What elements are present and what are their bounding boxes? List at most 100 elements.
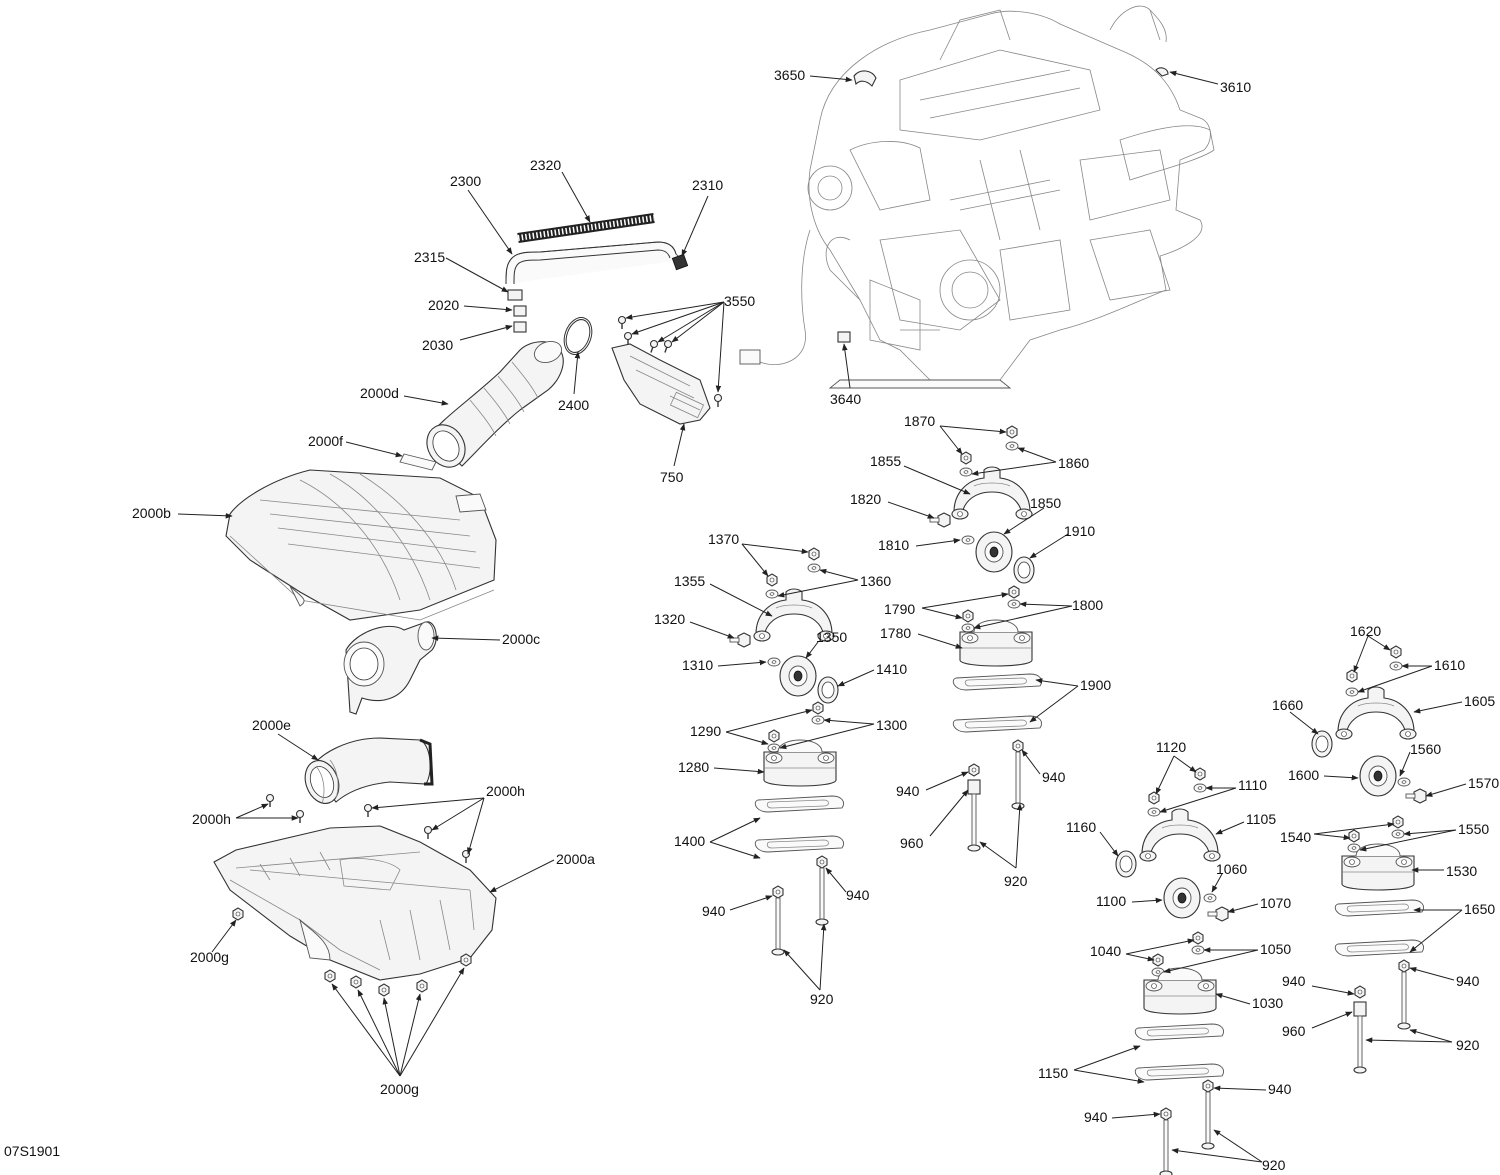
breather-hose-2300 (505, 241, 683, 285)
callout-2000g-left: 2000g (190, 949, 229, 965)
callout-960-right: 960 (1282, 1023, 1306, 1039)
callout-1310: 1310 (682, 657, 713, 673)
callout-1605: 1605 (1464, 693, 1495, 709)
callout-1810: 1810 (878, 537, 909, 553)
callout-2000e: 2000e (252, 717, 291, 733)
callout-1910: 1910 (1064, 523, 1095, 539)
callout-1070: 1070 (1260, 895, 1291, 911)
callout-1030: 1030 (1252, 995, 1283, 1011)
callout-2320: 2320 (530, 157, 561, 173)
sleeve-2320 (517, 213, 655, 243)
duct-2000e (304, 737, 434, 805)
label-2000f (399, 453, 437, 471)
callout-1540: 1540 (1280, 829, 1311, 845)
callout-2315: 2315 (414, 249, 445, 265)
intake-duct-2000d (426, 341, 564, 468)
callout-1560: 1560 (1410, 741, 1441, 757)
callout-1150: 1150 (1038, 1065, 1068, 1081)
airbox-base-2000a (213, 825, 497, 981)
callout-1355: 1355 (674, 573, 705, 589)
callout-2310: 2310 (692, 177, 723, 193)
fitting-2030 (513, 321, 527, 333)
mount-group-right (1311, 645, 1427, 1074)
callout-920-left: 920 (810, 991, 834, 1007)
callout-940-center-left: 940 (896, 783, 920, 799)
callout-1060: 1060 (1216, 861, 1247, 877)
callout-750: 750 (660, 469, 684, 485)
callout-3610: 3610 (1220, 79, 1251, 95)
mount-group-bottom (1115, 767, 1229, 1175)
callout-1650: 1650 (1464, 901, 1495, 917)
callout-1120: 1120 (1156, 739, 1186, 755)
callout-1160: 1160 (1066, 819, 1096, 835)
clip-3610 (1155, 67, 1169, 77)
callout-1400: 1400 (674, 833, 705, 849)
callout-1550: 1550 (1458, 821, 1489, 837)
callout-1850: 1850 (1030, 495, 1061, 511)
callout-1600: 1600 (1288, 767, 1319, 783)
callout-2000g-bottom: 2000g (380, 1081, 419, 1097)
callout-2030: 2030 (422, 337, 453, 353)
callout-1800: 1800 (1072, 597, 1103, 613)
callout-1290: 1290 (690, 723, 721, 739)
callout-2000h-left: 2000h (192, 811, 231, 827)
callout-2000f: 2000f (308, 433, 343, 449)
callout-960-center: 960 (900, 835, 924, 851)
callout-1610: 1610 (1434, 657, 1465, 673)
intake-elbow-2000c (343, 621, 437, 715)
callout-2000c: 2000c (502, 631, 540, 647)
diagram-code: 07S1901 (4, 1143, 60, 1159)
callout-2000d: 2000d (360, 385, 399, 401)
connector-3640 (837, 331, 851, 343)
callout-1790: 1790 (884, 601, 915, 617)
callout-2000a: 2000a (556, 851, 595, 867)
callout-1530: 1530 (1446, 863, 1477, 879)
callout-940-right-left: 940 (1282, 973, 1306, 989)
callout-2400: 2400 (558, 397, 589, 413)
callout-1110: 1110 (1238, 777, 1267, 793)
callout-1370: 1370 (708, 531, 739, 547)
callout-940-right-right: 940 (1456, 973, 1480, 989)
callout-940-bottom-left: 940 (1084, 1109, 1108, 1125)
callout-1410: 1410 (876, 661, 907, 677)
callout-1780: 1780 (880, 625, 911, 641)
fitting-2020 (513, 305, 527, 317)
callout-1660: 1660 (1272, 697, 1303, 713)
mount-group-left (729, 547, 844, 956)
callout-3640: 3640 (830, 391, 861, 407)
callout-2300: 2300 (450, 173, 481, 189)
callout-1040: 1040 (1090, 943, 1121, 959)
callout-920-center: 920 (1004, 873, 1028, 889)
callout-940-left-right: 940 (846, 887, 870, 903)
callout-1620: 1620 (1350, 623, 1381, 639)
airbox-cover-2000b (225, 469, 497, 621)
callout-1570: 1570 (1468, 775, 1499, 791)
connector-2315 (507, 289, 523, 301)
clamp-2400 (563, 317, 593, 355)
callout-1280: 1280 (678, 759, 709, 775)
callout-1860: 1860 (1058, 455, 1089, 471)
callout-940-left-left: 940 (702, 903, 726, 919)
callout-940-bottom-right: 940 (1268, 1081, 1292, 1097)
callout-1320: 1320 (654, 611, 685, 627)
callout-2020: 2020 (428, 297, 459, 313)
callout-1350: 1350 (816, 629, 847, 645)
leader-lines (177, 70, 1467, 1163)
clamp-2310 (671, 253, 689, 271)
callout-3550: 3550 (724, 293, 755, 309)
callout-1100: 1100 (1096, 893, 1126, 909)
bracket-750 (611, 343, 711, 425)
callout-1855: 1855 (870, 453, 901, 469)
callout-920-right: 920 (1456, 1037, 1480, 1053)
callout-1900: 1900 (1080, 677, 1111, 693)
callout-1050: 1050 (1260, 941, 1291, 957)
callout-1300: 1300 (876, 717, 907, 733)
callout-1870: 1870 (904, 413, 935, 429)
callout-3650: 3650 (774, 67, 805, 83)
engine-assembly (739, 5, 1215, 389)
callout-2000b: 2000b (132, 505, 171, 521)
callout-labels: 3650 3610 2320 2300 2310 2315 2020 2030 … (4, 67, 1499, 1173)
mount-group-center-top (929, 425, 1042, 852)
clip-3650 (853, 70, 877, 87)
